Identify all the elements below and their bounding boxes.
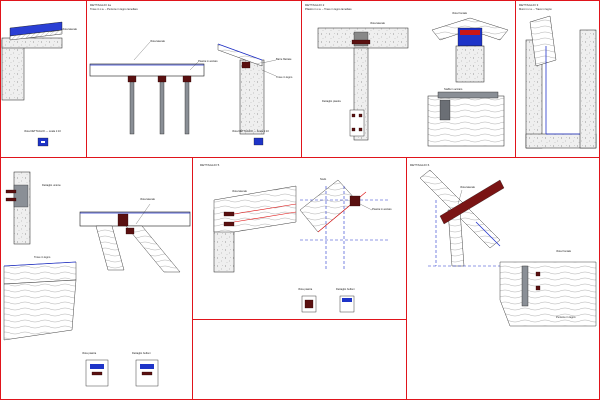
panel-5: Dettaglio unione Vista laterale Trave in… <box>3 171 191 387</box>
p2-caption: Vista DETTAGLIO — scala 1:10 <box>232 129 269 133</box>
p6-diagonal-member <box>299 179 357 233</box>
p6-note-1: Vista laterale <box>232 189 248 193</box>
p3-bolt-row <box>351 39 371 45</box>
p5-steel-plate <box>13 184 29 208</box>
p6-plate-detail-1-bolts <box>304 299 314 309</box>
p2-post-3 <box>184 75 190 135</box>
p5-bolt-2 <box>5 197 17 202</box>
p2-beam-left <box>89 63 205 77</box>
p1-concrete-slab <box>1 37 63 49</box>
p1-concrete-wall <box>1 39 25 101</box>
panel-4: DETTAGLIO 3 Muro in c.a. – Trave in legn… <box>519 3 597 149</box>
p1-caption: Vista DETTAGLIO — scala 1:10 <box>24 129 61 133</box>
p6-subcaption-2: Dettaglio bulloni <box>336 287 355 291</box>
p5-detail-2-bolts <box>141 371 153 376</box>
panel-4-title: DETTAGLIO 3 <box>519 3 539 7</box>
p5-note-1: Vista laterale <box>140 197 156 201</box>
p5-bolt-1 <box>5 189 17 194</box>
p2-note-3: Barre filettate <box>276 57 292 61</box>
p2-post-1 <box>129 75 135 135</box>
p5-note-3: Dettaglio unione <box>42 183 61 187</box>
panel-2-title: DETTAGLIO 1a <box>90 3 111 7</box>
p2-note-4: Trave in legno <box>276 75 293 79</box>
panel-2-subtitle: Trave in c.a. – Puntone in legno lamella… <box>90 7 138 11</box>
p4-inclined-post <box>529 15 557 67</box>
p3-top-plate <box>437 91 499 99</box>
p2-note-2: Piastra in acciaio <box>198 59 218 63</box>
panel-1: Vista laterale Vista DETTAGLIO — scala 1… <box>1 21 78 147</box>
p5-column <box>13 171 31 245</box>
panel-4-subtitle: Muro in c.a. – Trave in legno <box>519 7 552 11</box>
p6-node-bolts <box>349 195 361 207</box>
p7-note-1: Vista laterale <box>460 185 476 189</box>
p2-bolt-4 <box>241 61 251 69</box>
panel-7-title: DETTAGLIO 6 <box>410 163 430 167</box>
panel-6-title: DETTAGLIO 5 <box>200 163 220 167</box>
panel-3-title: DETTAGLIO 2 <box>305 3 325 7</box>
p6-subcaption-1: Vista piastra <box>298 287 313 291</box>
p5-node-bolts <box>117 213 129 227</box>
panel-6: DETTAGLIO 5 Vista laterale Nodo Piastra … <box>200 163 392 313</box>
p7-beam-section <box>499 261 597 327</box>
p6-beam <box>213 185 297 233</box>
p5-subcaption-1: Vista piastra <box>82 351 97 355</box>
p5-detail-1-plate <box>90 364 104 369</box>
p3-note-4: Dettaglio piastra <box>322 99 341 103</box>
p3-hole-3 <box>351 127 356 132</box>
p5-right-strut <box>125 225 181 273</box>
panel-7: DETTAGLIO 6 Vista laterale Vista frontal… <box>410 163 597 327</box>
p2-plate-icon <box>253 137 264 146</box>
p5-top-chord <box>79 211 191 227</box>
panel-2: DETTAGLIO 1a Trave in c.a. – Puntone in … <box>89 3 293 146</box>
p5-beam-section <box>3 279 77 341</box>
p7-note-3: Vista frontale <box>556 249 572 253</box>
p3-side-plate <box>439 99 451 121</box>
p4-wall-right <box>579 29 597 149</box>
p5-subcaption-2: Dettaglio bulloni <box>132 351 151 355</box>
p2-bolt-1 <box>127 75 137 83</box>
p3-note-2: Vista frontale <box>452 11 468 15</box>
p7-steel-plate <box>439 179 505 225</box>
p6-bolts-a <box>223 211 235 217</box>
p6-note-2: Nodo <box>320 177 327 181</box>
p6-bolts-b <box>223 221 235 227</box>
p5-left-strut <box>95 225 125 271</box>
p5-node-bolts-2 <box>125 227 135 235</box>
p7-bolt-1 <box>535 271 541 277</box>
p6-plate-detail-2-plate <box>342 298 352 302</box>
p2-concrete-column <box>239 59 265 135</box>
panel-3-subtitle: Pilastro in c.a. – Trave in legno lamell… <box>305 7 352 11</box>
p3-ridge-bolts <box>460 30 480 35</box>
p3-ridge-column <box>455 45 485 83</box>
p2-post-2 <box>159 75 165 135</box>
p5-detail-2-plate <box>140 364 154 369</box>
p6-note-3: Piastra in acciaio <box>372 207 392 211</box>
p2-note-1: Vista laterale <box>150 39 166 43</box>
p5-detail-1-bolts <box>91 371 103 376</box>
p3-hole-2 <box>358 113 363 118</box>
p7-note-2: Puntone in legno <box>556 315 576 319</box>
p1-insulation <box>9 29 63 41</box>
p7-bolt-2 <box>535 285 541 291</box>
p2-bolt-3 <box>182 75 192 83</box>
p2-bolt-2 <box>157 75 167 83</box>
p3-hole-1 <box>351 113 356 118</box>
frame-panel-6b <box>192 319 407 400</box>
p3-hole-4 <box>358 127 363 132</box>
frame-panel-2 <box>86 0 302 158</box>
p1-plate-hole <box>41 141 45 143</box>
p7-connector <box>521 265 529 307</box>
p3-timber-beam <box>427 95 505 147</box>
p3-note-1: Vista laterale <box>370 21 386 25</box>
p5-note-2: Trave in legno <box>34 255 51 259</box>
panel-3: DETTAGLIO 2 Pilastro in c.a. – Trave in … <box>305 3 509 147</box>
p1-note-1: Vista laterale <box>62 27 78 31</box>
p3-note-3: Staffa in acciaio <box>444 87 463 91</box>
